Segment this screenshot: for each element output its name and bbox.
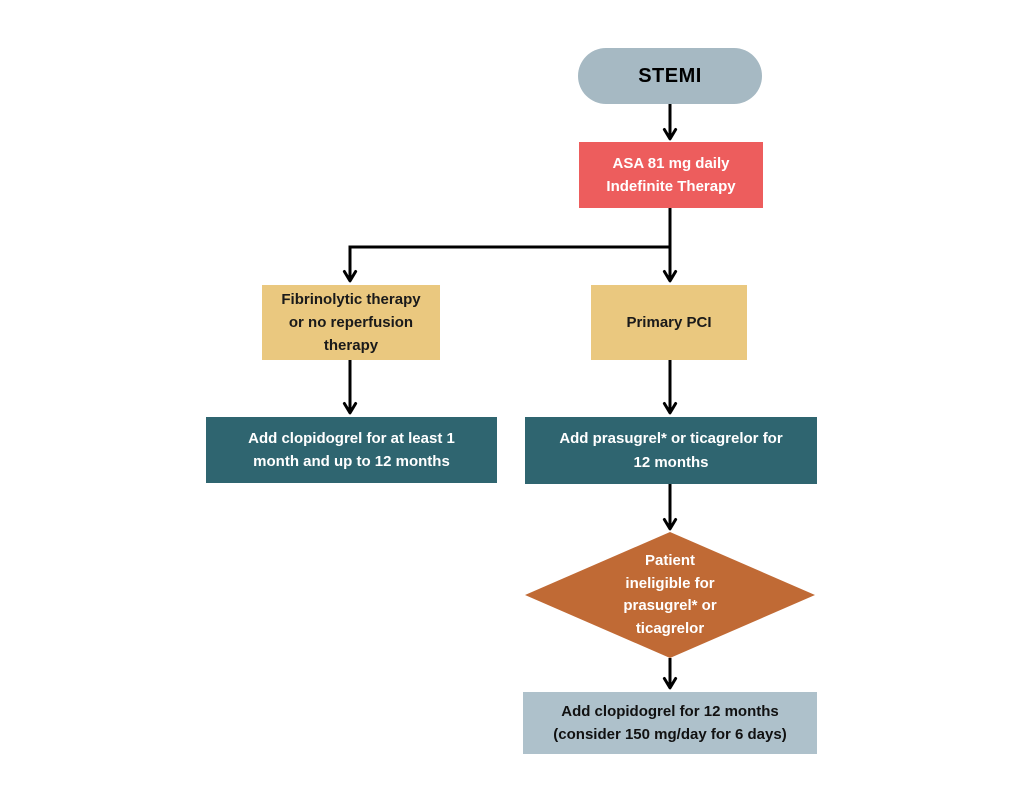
clopidogrel-after-fibrinolytic-node: Add clopidogrel for at least 1 month and… [206, 417, 497, 483]
asa-therapy-node: ASA 81 mg daily Indefinite Therapy [579, 142, 763, 208]
prasugrel-or-ticagrelor-node: Add prasugrel* or ticagrelor for 12 mont… [525, 417, 817, 484]
connector-asa-fibrinolytic [342, 245, 672, 283]
fibrinolytic-therapy-node: Fibrinolytic therapy or no reperfusion t… [262, 285, 440, 360]
clopidogrel-12-months-node: Add clopidogrel for 12 months (consider … [523, 692, 817, 754]
primary-pci-node: Primary PCI [591, 285, 747, 360]
stemi-node: STEMI [578, 48, 762, 104]
